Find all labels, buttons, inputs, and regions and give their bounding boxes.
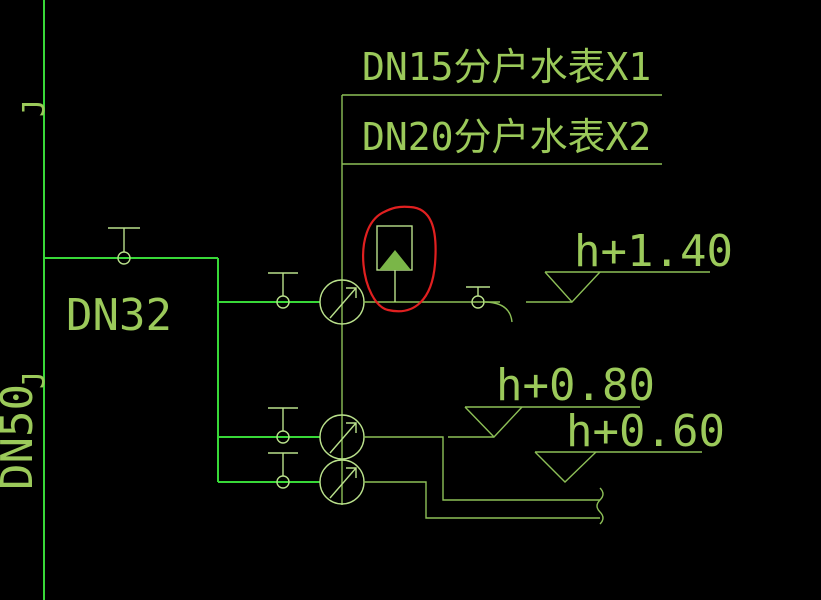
- elevation-mark-060: [534, 451, 702, 483]
- gate-valve-row1: [268, 272, 298, 309]
- elevation-label-140: h+1.40: [574, 226, 733, 277]
- meter-dn15-label: DN15分户水表X1: [362, 45, 651, 89]
- outlet-row1-tap: [483, 301, 513, 323]
- check-valve-icon: [376, 225, 413, 302]
- outlet-row3: [364, 481, 600, 519]
- elevation-label-080: h+0.80: [496, 360, 655, 411]
- elevation-label-060: h+0.60: [566, 406, 725, 457]
- pipe-break-mark: [596, 487, 604, 525]
- gate-valve-row2: [268, 407, 298, 444]
- elevation-mark-140: [526, 271, 710, 304]
- annotation-circle-highlight: [362, 205, 437, 313]
- pipe-dn32-label: DN32: [66, 290, 172, 341]
- gate-valve-row3: [268, 452, 298, 489]
- elevation-mark-080: [448, 406, 640, 439]
- meter-dn20-label: DN20分户水表X2: [362, 115, 651, 159]
- riser-dn50-label: DN50: [0, 384, 43, 490]
- gate-valve-row1-out: [466, 286, 490, 309]
- outlet-row2: [364, 436, 600, 501]
- gate-valve-top: [108, 227, 140, 265]
- riser-mark-upper: J: [17, 99, 52, 117]
- riser-mark-lower: J: [17, 371, 52, 389]
